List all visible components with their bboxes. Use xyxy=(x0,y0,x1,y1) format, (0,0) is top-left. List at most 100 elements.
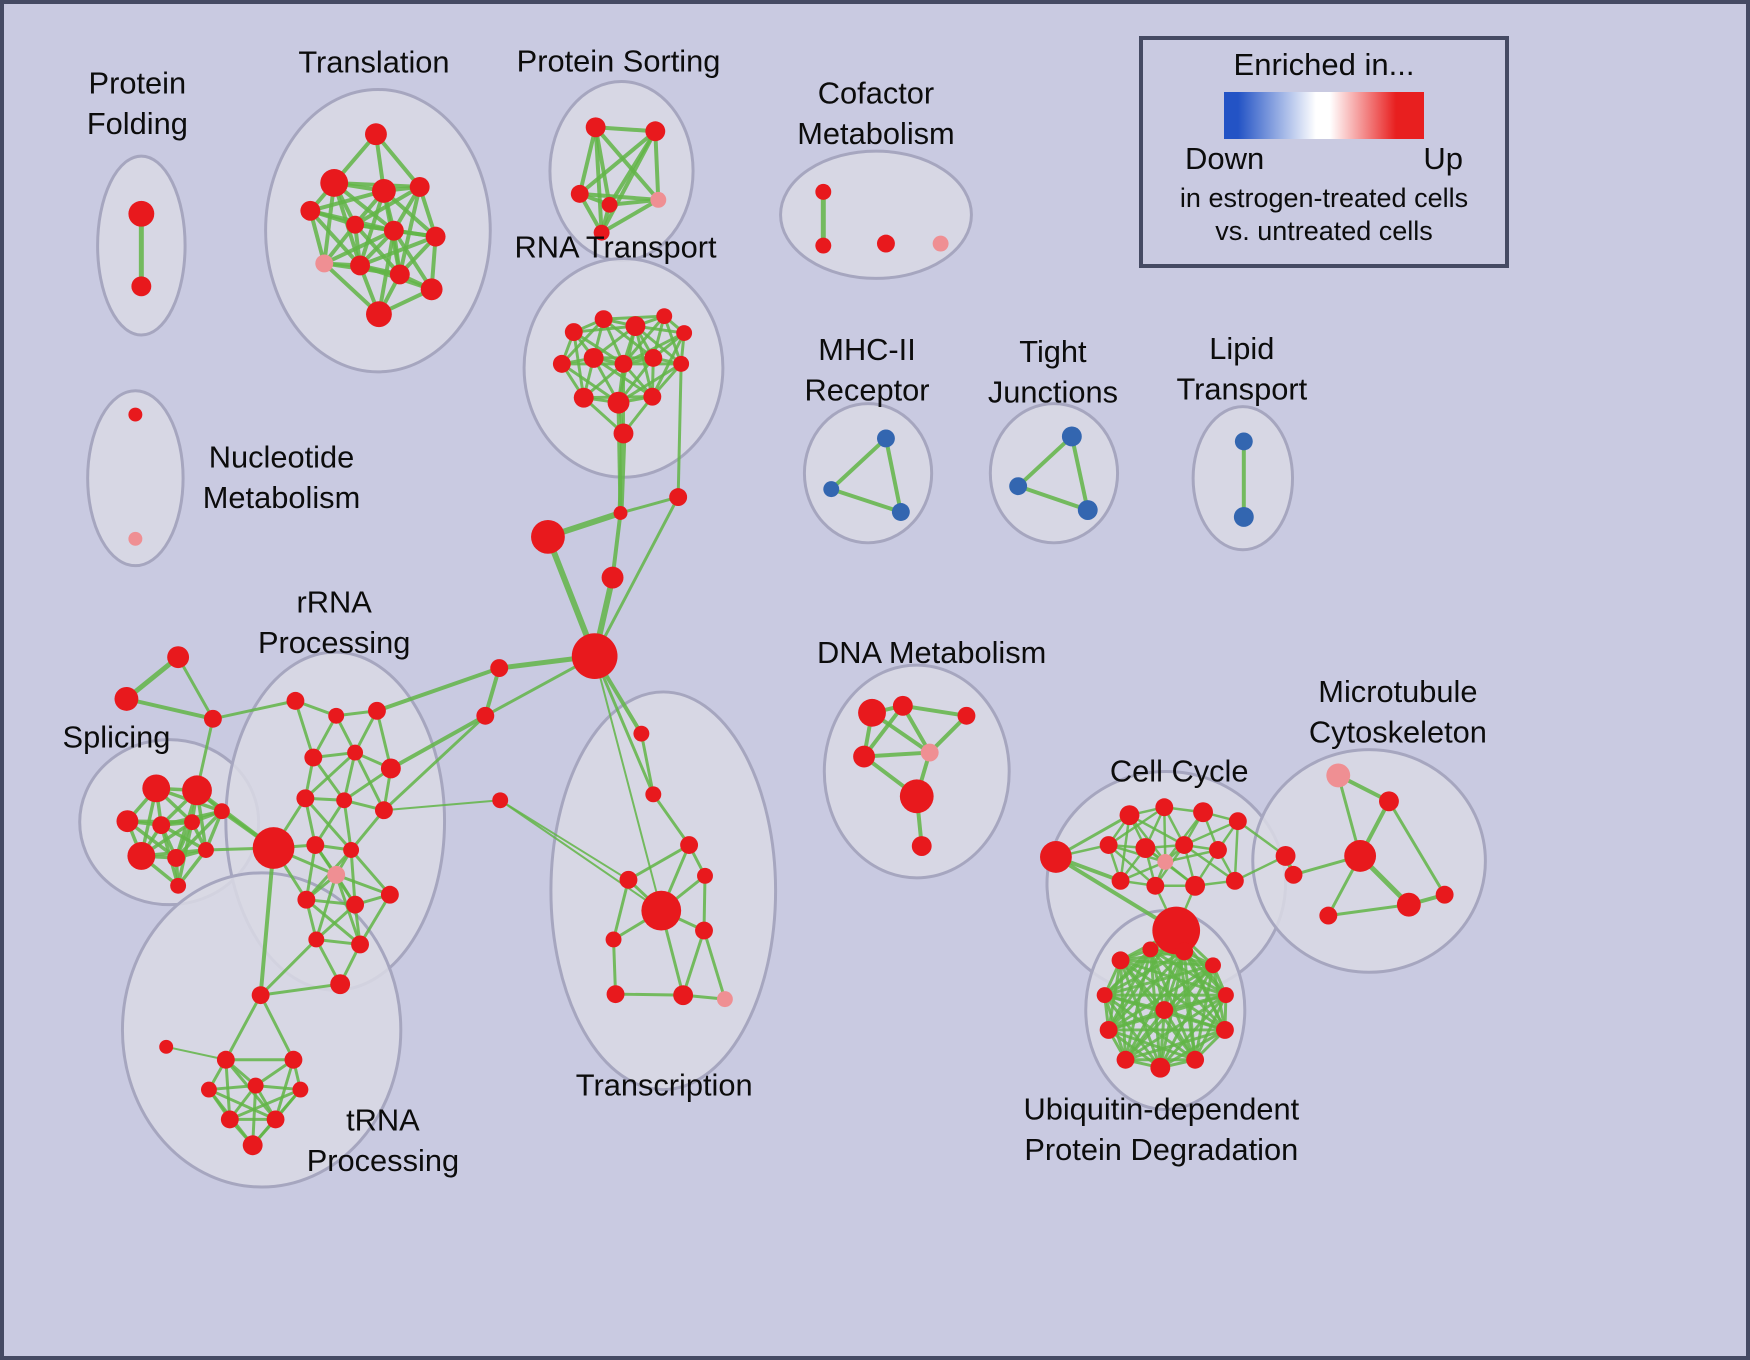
cluster-label-protein-sorting: Protein Sorting xyxy=(517,44,721,79)
edge-tn0-tn2 xyxy=(165,1045,227,1061)
edge-tr3-tr4 xyxy=(308,188,386,213)
node-rr8 xyxy=(336,792,353,809)
node-cn3 xyxy=(531,519,565,554)
node-sp4 xyxy=(152,816,171,835)
node-tr9 xyxy=(315,254,334,273)
node-mc2 xyxy=(1379,791,1399,812)
node-tc10 xyxy=(716,991,733,1008)
node-rt12 xyxy=(607,391,630,414)
node-cn7 xyxy=(492,792,509,809)
edge-rr15-rr17 xyxy=(358,893,392,946)
edge-tr5-tr11 xyxy=(397,184,422,277)
edge-cc5-cc9 xyxy=(1107,843,1167,864)
node-ps6 xyxy=(593,224,610,241)
node-hubA xyxy=(571,633,618,680)
edge-tn1-tn2 xyxy=(224,993,263,1062)
node-cc4 xyxy=(1228,812,1247,831)
edge-tc8-tc9 xyxy=(614,992,685,997)
node-tg1 xyxy=(167,646,190,669)
node-dm5 xyxy=(920,743,939,762)
edge-rt4-rt8 xyxy=(621,314,666,366)
edge-rr11-rr14 xyxy=(349,848,357,907)
node-tg2 xyxy=(114,686,139,711)
edge-cn2-hubA xyxy=(593,495,680,658)
edge-cn6-rr6 xyxy=(388,713,488,771)
cluster-ellipse-trna-processing xyxy=(120,871,403,1189)
node-dm7 xyxy=(911,836,932,856)
edge-ps1-ps5 xyxy=(593,125,661,202)
legend-caption-line2: vs. untreated cells xyxy=(1215,216,1433,246)
node-rt3 xyxy=(625,316,646,337)
edge-rr8-rr11 xyxy=(342,798,353,852)
edge-ub3-ub9 xyxy=(1124,949,1186,1062)
cluster-ellipse-mhc-ii-receptor xyxy=(802,402,934,545)
node-tr5 xyxy=(409,176,430,197)
node-cn1 xyxy=(613,506,628,520)
edge-tj1-tj3 xyxy=(1069,434,1090,512)
node-tc9 xyxy=(673,985,694,1006)
legend-gradient-bar xyxy=(1224,92,1424,139)
cluster-label-dna-metabolism: DNA Metabolism xyxy=(817,635,1046,670)
edge-rr1-rr4 xyxy=(293,699,315,760)
node-sp10 xyxy=(170,877,187,894)
cluster-label-translation: Translation xyxy=(298,45,449,80)
node-sp3 xyxy=(116,810,139,833)
edge-ub11-ub12 xyxy=(1162,1008,1197,1062)
node-sp6 xyxy=(213,803,230,820)
node-rr12 xyxy=(327,865,346,884)
node-tg3 xyxy=(203,709,222,728)
node-tr4 xyxy=(371,178,396,203)
edge-rr18-tn1 xyxy=(259,982,342,997)
node-rt8 xyxy=(614,354,633,373)
edge-cn2-rt10 xyxy=(676,362,683,499)
edge-rr16-tn1 xyxy=(259,937,318,997)
legend: Enriched in... Down Up in estrogen-treat… xyxy=(1139,36,1509,268)
node-mc5 xyxy=(1396,892,1421,917)
edge-tg2-tg3 xyxy=(124,696,215,721)
cluster-label-splicing: Splicing xyxy=(63,720,171,755)
edge-cc4-cc7 xyxy=(1182,819,1240,847)
node-rr7 xyxy=(296,789,315,808)
node-cc13 xyxy=(1225,871,1244,890)
edge-cn6-rr9 xyxy=(382,714,487,812)
edge-tr1-tr5 xyxy=(373,132,422,189)
edge-tc4-tc6 xyxy=(612,878,630,941)
node-mc3 xyxy=(1284,865,1303,884)
node-ub7 xyxy=(1099,1020,1118,1039)
edge-rr5-rr8 xyxy=(342,751,357,802)
edge-tr3-tr10 xyxy=(308,208,363,268)
node-pf2 xyxy=(131,276,152,297)
node-lt2 xyxy=(1233,507,1254,527)
edge-tc5-tc7 xyxy=(702,874,707,933)
edge-mh1-mh2 xyxy=(829,436,888,492)
node-rr1 xyxy=(286,691,305,710)
node-rt11 xyxy=(573,387,594,408)
cluster-ellipse-cofactor-metabolism xyxy=(779,149,973,280)
node-ps3 xyxy=(570,184,589,203)
edge-tn5-tn9 xyxy=(251,1084,258,1147)
node-tr1 xyxy=(365,123,387,146)
legend-ends-row: Down Up xyxy=(1143,141,1505,177)
edge-cc1-cc7 xyxy=(1128,813,1186,847)
edge-rrHub-tn1 xyxy=(258,846,276,998)
node-rt13 xyxy=(643,387,662,406)
node-rt5 xyxy=(676,325,693,342)
node-tr11 xyxy=(389,264,410,285)
edge-cc8-cc9 xyxy=(1164,848,1220,864)
node-dm3 xyxy=(957,706,976,725)
edge-tn2-tn7 xyxy=(224,1058,232,1121)
node-tcHub xyxy=(641,890,682,931)
node-cc2 xyxy=(1155,798,1174,817)
edge-ps2-ps6 xyxy=(599,129,658,235)
edge-tg1-tg3 xyxy=(176,655,215,721)
edge-mc2-mc6 xyxy=(1387,799,1447,897)
edge-rr10-rr13 xyxy=(304,843,317,902)
edge-hubA-tc2 xyxy=(593,654,655,796)
node-rt6 xyxy=(552,354,571,373)
edge-tn1-tn3 xyxy=(259,993,295,1062)
node-tr12 xyxy=(420,278,443,301)
node-tj1 xyxy=(1061,426,1082,447)
node-ps5 xyxy=(650,191,667,208)
